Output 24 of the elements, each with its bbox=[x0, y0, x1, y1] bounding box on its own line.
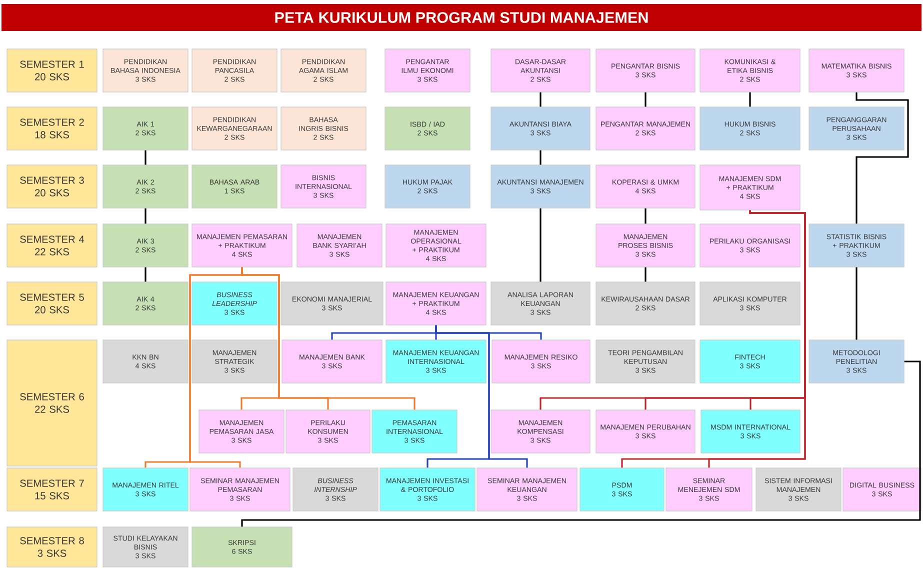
connector-line bbox=[856, 92, 909, 224]
connector-line bbox=[644, 92, 646, 107]
connector-line bbox=[241, 360, 921, 527]
semester-box: SEMESTER 2 18 SKS bbox=[6, 106, 98, 150]
connector-line bbox=[540, 150, 542, 165]
connector-line bbox=[749, 92, 751, 107]
connector-line bbox=[435, 325, 528, 468]
connector-line bbox=[856, 267, 858, 340]
connector-line bbox=[144, 208, 146, 224]
connector-line bbox=[708, 210, 806, 468]
semester-box: SEMESTER 1 20 SKS bbox=[6, 48, 98, 92]
connector-line bbox=[144, 267, 146, 282]
semester-box: SEMESTER 7 15 SKS bbox=[6, 468, 98, 512]
connector-line bbox=[540, 208, 542, 282]
connector-line bbox=[540, 92, 542, 107]
semester-box: SEMESTER 4 22 SKS bbox=[6, 224, 98, 268]
semester-box: SEMESTER 8 3 SKS bbox=[6, 526, 98, 568]
semester-box: SEMESTER 5 20 SKS bbox=[6, 282, 98, 326]
connector-line bbox=[644, 208, 646, 224]
connector-line bbox=[644, 267, 646, 282]
semester-box: SEMESTER 3 20 SKS bbox=[6, 164, 98, 208]
connector-line bbox=[189, 267, 243, 468]
title-banner: PETA KURIKULUM PROGRAM STUDI MANAJEMEN bbox=[2, 4, 922, 31]
connector-line bbox=[144, 150, 146, 165]
